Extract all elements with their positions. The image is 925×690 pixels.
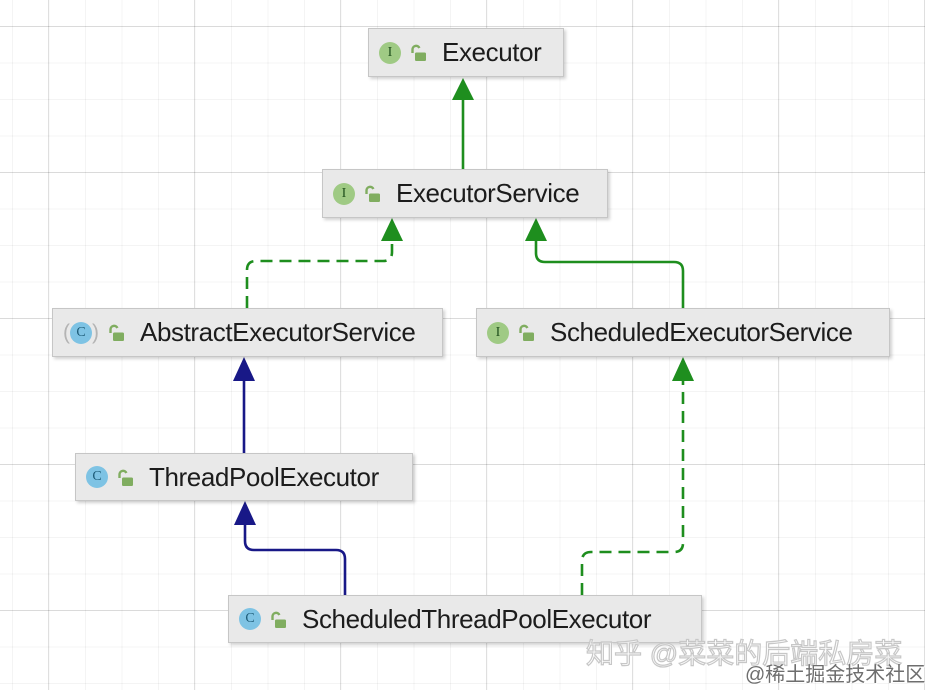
public-open-lock-icon xyxy=(411,44,426,61)
arrowhead-icon xyxy=(525,218,547,241)
edge-scheduledthreadpoolexecutor-implements-scheduledexecutorservice xyxy=(580,357,694,595)
node-abstractexecutorservice[interactable]: ( C ) AbstractExecutorService xyxy=(52,308,443,357)
abstract-paren-right: ) xyxy=(92,320,99,344)
public-open-lock-icon xyxy=(519,324,534,341)
class-name-label: Executor xyxy=(442,37,542,67)
node-executor[interactable]: I Executor xyxy=(368,28,564,77)
abstract-paren-left: ( xyxy=(63,320,70,344)
class-icon: C xyxy=(86,466,108,488)
class-name-label: ThreadPoolExecutor xyxy=(149,461,379,492)
node-scheduledexecutorservice[interactable]: I ScheduledExecutorService xyxy=(476,308,890,357)
edge-executorservice-extends-executor xyxy=(452,78,474,169)
public-open-lock-icon xyxy=(365,185,380,202)
arrowhead-icon xyxy=(672,357,694,381)
node-executorservice[interactable]: I ExecutorService xyxy=(322,169,608,218)
class-name-label: ScheduledThreadPoolExecutor xyxy=(302,603,652,634)
class-name-label: ScheduledExecutorService xyxy=(550,317,853,347)
interface-icon: I xyxy=(379,41,401,64)
class-name-label: ExecutorService xyxy=(396,178,580,208)
public-open-lock-icon xyxy=(271,611,286,628)
interface-icon: I xyxy=(333,182,355,205)
juejin-watermark: @稀土掘金技术社区 xyxy=(745,664,925,686)
public-open-lock-icon xyxy=(118,469,133,486)
class-name-label: AbstractExecutorService xyxy=(140,317,416,347)
arrowhead-icon xyxy=(381,218,403,241)
edge-abstractexecutorservice-implements-executorservice xyxy=(245,218,403,308)
public-open-lock-icon xyxy=(109,324,124,341)
arrowhead-icon xyxy=(233,357,255,381)
edge-threadpoolexecutor-extends-abstractexecutorservice xyxy=(233,357,255,453)
zhihu-watermark: 知乎 @菜菜的后端私房菜 xyxy=(585,637,903,669)
arrowhead-icon xyxy=(452,78,474,100)
abstract-class-icon: ( C ) xyxy=(63,320,99,344)
edge-scheduledexecutorservice-extends-executorservice xyxy=(525,218,685,308)
interface-icon: I xyxy=(487,321,509,344)
node-threadpoolexecutor[interactable]: C ThreadPoolExecutor xyxy=(75,453,413,501)
arrowhead-icon xyxy=(234,501,256,525)
class-icon: C xyxy=(239,608,261,630)
edge-scheduledthreadpoolexecutor-extends-threadpoolexecutor xyxy=(234,501,347,595)
node-scheduledthreadpoolexecutor[interactable]: C ScheduledThreadPoolExecutor xyxy=(228,595,702,643)
